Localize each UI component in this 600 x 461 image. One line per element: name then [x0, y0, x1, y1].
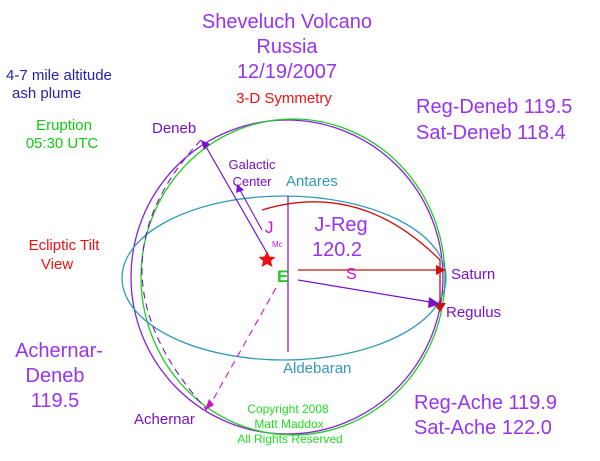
earth-label: E — [277, 267, 288, 286]
plume-note-line1: 4-7 mile altitude — [6, 67, 112, 84]
j-reg-label: J-Reg — [314, 214, 367, 236]
achernar-deneb-line2: Deneb — [26, 365, 85, 387]
saturn-label: Saturn — [451, 266, 495, 283]
j-reg-value: 120.2 — [312, 239, 362, 261]
title-line1: Sheveluch Volcano — [202, 11, 372, 33]
galactic-center-label-line1: Galactic — [229, 157, 276, 172]
deneb-label: Deneb — [152, 120, 196, 137]
achernar-line — [209, 287, 277, 406]
aldebaran-label: Aldebaran — [283, 360, 351, 377]
eruption-note-line1: Eruption — [36, 117, 92, 134]
galactic-center-arrowhead — [236, 184, 244, 193]
copyright-line3: All Rights Reserved — [237, 432, 342, 446]
ecliptic-tilt-line1: Ecliptic Tilt — [29, 237, 101, 254]
achernar-arrowhead — [205, 399, 214, 410]
title-line2: Russia — [256, 36, 318, 58]
sat-deneb-angle: Sat-Deneb 118.4 — [416, 122, 566, 144]
j-reg-arc — [261, 201, 441, 310]
galactic-center-pointer — [239, 189, 263, 231]
regulus-label: Regulus — [446, 304, 501, 321]
galactic-center-label-line2: Center — [232, 174, 272, 189]
ecliptic-ellipse — [121, 195, 447, 361]
purple-great-circle — [130, 119, 444, 435]
jupiter-label: J — [265, 218, 274, 237]
deneb-line — [204, 144, 268, 254]
earth-regulus-line — [297, 279, 437, 304]
title-subtitle: 3-D Symmetry — [236, 90, 332, 107]
regulus-arrowhead — [428, 297, 440, 308]
green-great-circle — [140, 118, 446, 436]
achernar-label: Achernar — [134, 411, 195, 428]
saturn-arrowhead — [436, 265, 446, 275]
deneb-arrowhead — [201, 140, 210, 150]
antares-label: Antares — [286, 173, 338, 190]
reg-ache-angle: Reg-Ache 119.9 — [414, 392, 557, 414]
mc-star-icon — [258, 251, 276, 267]
deneb-achernar-arc — [141, 139, 208, 411]
achernar-deneb-line1: Achernar- — [15, 340, 103, 362]
sun-label: S — [346, 266, 357, 283]
achernar-deneb-value: 119.5 — [31, 390, 80, 412]
reg-deneb-angle: Reg-Deneb 119.5 — [416, 96, 572, 118]
copyright-line1: Copyright 2008 — [247, 402, 329, 416]
eruption-note-line2: 05:30 UTC — [26, 135, 99, 152]
copyright-line2: Matt Maddox — [254, 417, 323, 431]
ecliptic-tilt-line2: View — [41, 256, 73, 273]
title-date: 12/19/2007 — [237, 61, 337, 83]
plume-note-line2: ash plume — [12, 85, 81, 102]
sat-ache-angle: Sat-Ache 122.0 — [414, 417, 552, 439]
mc-label: Mc — [272, 240, 283, 249]
